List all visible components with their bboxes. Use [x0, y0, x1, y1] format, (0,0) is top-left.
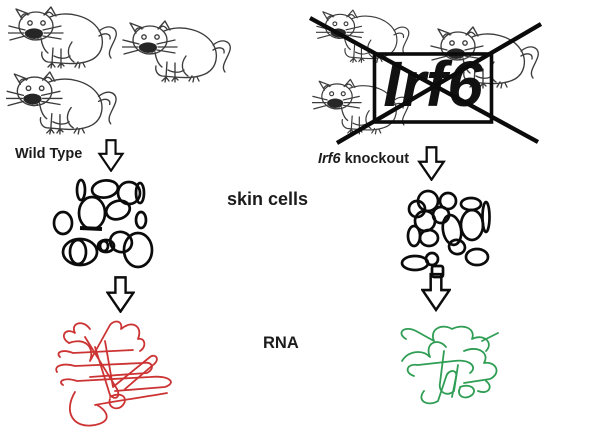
mouse-drawing	[122, 20, 231, 83]
knockout-label-rest: knockout	[344, 151, 410, 167]
down-arrow-icon	[98, 139, 124, 172]
down-arrow-icon	[421, 272, 451, 312]
rna-label: RNA	[263, 334, 299, 352]
down-arrow-icon	[106, 276, 135, 313]
knockout-skin-cells-drawing	[400, 189, 491, 279]
wild-skin-cells-drawing	[52, 178, 154, 269]
down-arrow-icon	[417, 146, 446, 181]
knockout-label-gene: Irf6	[318, 151, 341, 167]
mouse-drawing	[8, 6, 117, 69]
mouse-drawing	[6, 71, 117, 135]
wild-type-mice-drawing	[6, 6, 231, 135]
wild-type-label: Wild Type	[15, 146, 83, 162]
skin-cells-label: skin cells	[227, 189, 309, 209]
knockout-rna-drawing	[400, 325, 499, 405]
knockout-cross-icon	[308, 16, 543, 145]
wild-rna-drawing	[55, 320, 172, 427]
